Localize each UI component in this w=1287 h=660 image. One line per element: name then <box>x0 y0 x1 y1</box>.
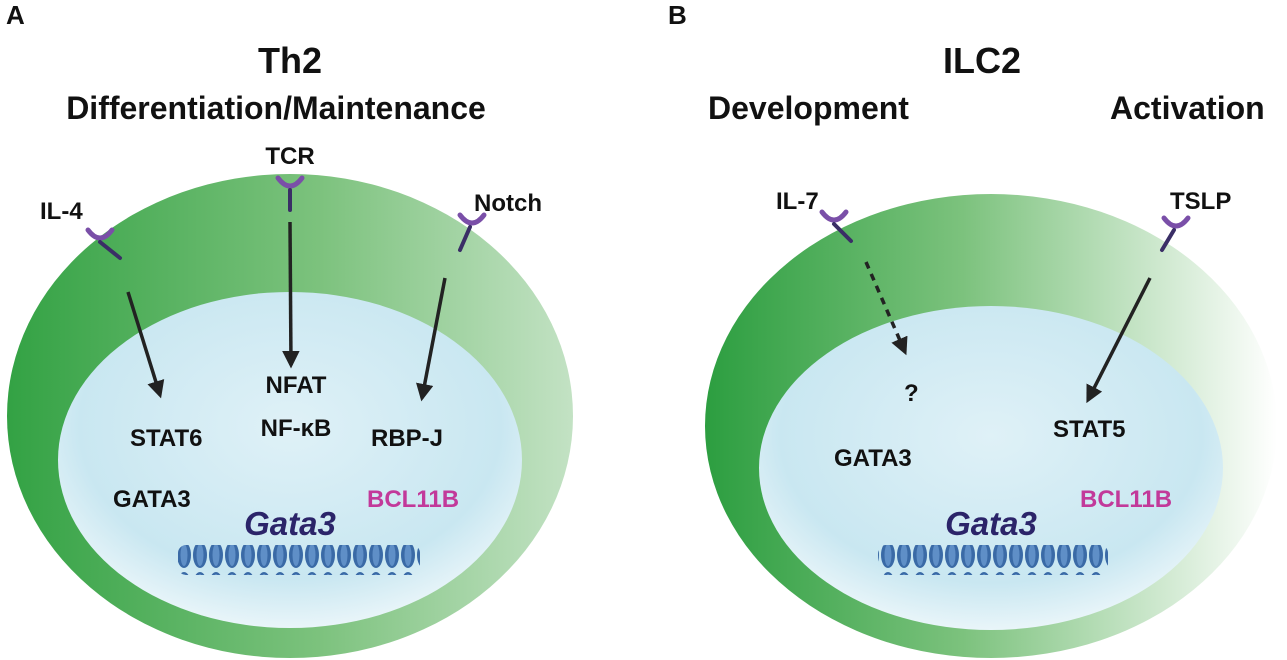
gata3-label-b: GATA3 <box>834 445 912 472</box>
tslp-receptor-icon <box>1160 215 1191 252</box>
rbpj-label: RBP-J <box>371 425 444 452</box>
stat5-label: STAT5 <box>1053 416 1126 443</box>
ilc2-nucleus <box>759 306 1223 630</box>
panel-b-title: ILC2 <box>942 40 1022 81</box>
notch-label: Notch <box>474 190 542 217</box>
notch-to-rbpj-arrow <box>416 277 447 402</box>
tslp-label: TSLP <box>1170 188 1232 215</box>
panel-a-subtitle: Differentiation/Maintenance <box>66 90 486 126</box>
nfkb-label: NF-κB <box>260 415 332 442</box>
il7-dashed-arrow <box>864 261 908 356</box>
th2-dna-chromatin <box>178 545 420 575</box>
il7-receptor-icon <box>819 209 853 243</box>
panel-b-subtitle-development: Development <box>708 90 909 126</box>
notch-receptor-icon <box>457 212 487 252</box>
bcl11b-label-a: BCL11B <box>367 486 460 513</box>
panel-a-letter: A <box>6 0 25 30</box>
panel-b-letter: B <box>668 0 687 30</box>
tcr-to-nfat-arrow <box>282 221 300 369</box>
il4-label: IL-4 <box>40 198 83 225</box>
tcr-label: TCR <box>265 143 315 170</box>
bcl11b-label-b: BCL11B <box>1080 486 1173 513</box>
tslp-to-stat5-arrow <box>1086 277 1152 404</box>
gata3-label-a: GATA3 <box>113 486 191 513</box>
panel-b-subtitle-activation: Activation <box>1110 90 1265 126</box>
stat6-label: STAT6 <box>130 425 203 452</box>
panel-a-title: Th2 <box>257 40 323 81</box>
unknown-factor-label: ? <box>904 380 919 407</box>
gata3-gene-label-a: Gata3 <box>244 505 336 542</box>
ilc2-dna-chromatin <box>878 545 1108 575</box>
th2-nucleus <box>58 292 522 628</box>
il7-label: IL-7 <box>776 188 819 215</box>
il4-receptor-icon <box>85 227 122 260</box>
gata3-gene-label-b: Gata3 <box>945 505 1037 542</box>
il4-to-stat6-arrow <box>126 291 165 399</box>
nfat-label: NFAT <box>265 372 327 399</box>
tcr-receptor-icon <box>275 175 305 212</box>
